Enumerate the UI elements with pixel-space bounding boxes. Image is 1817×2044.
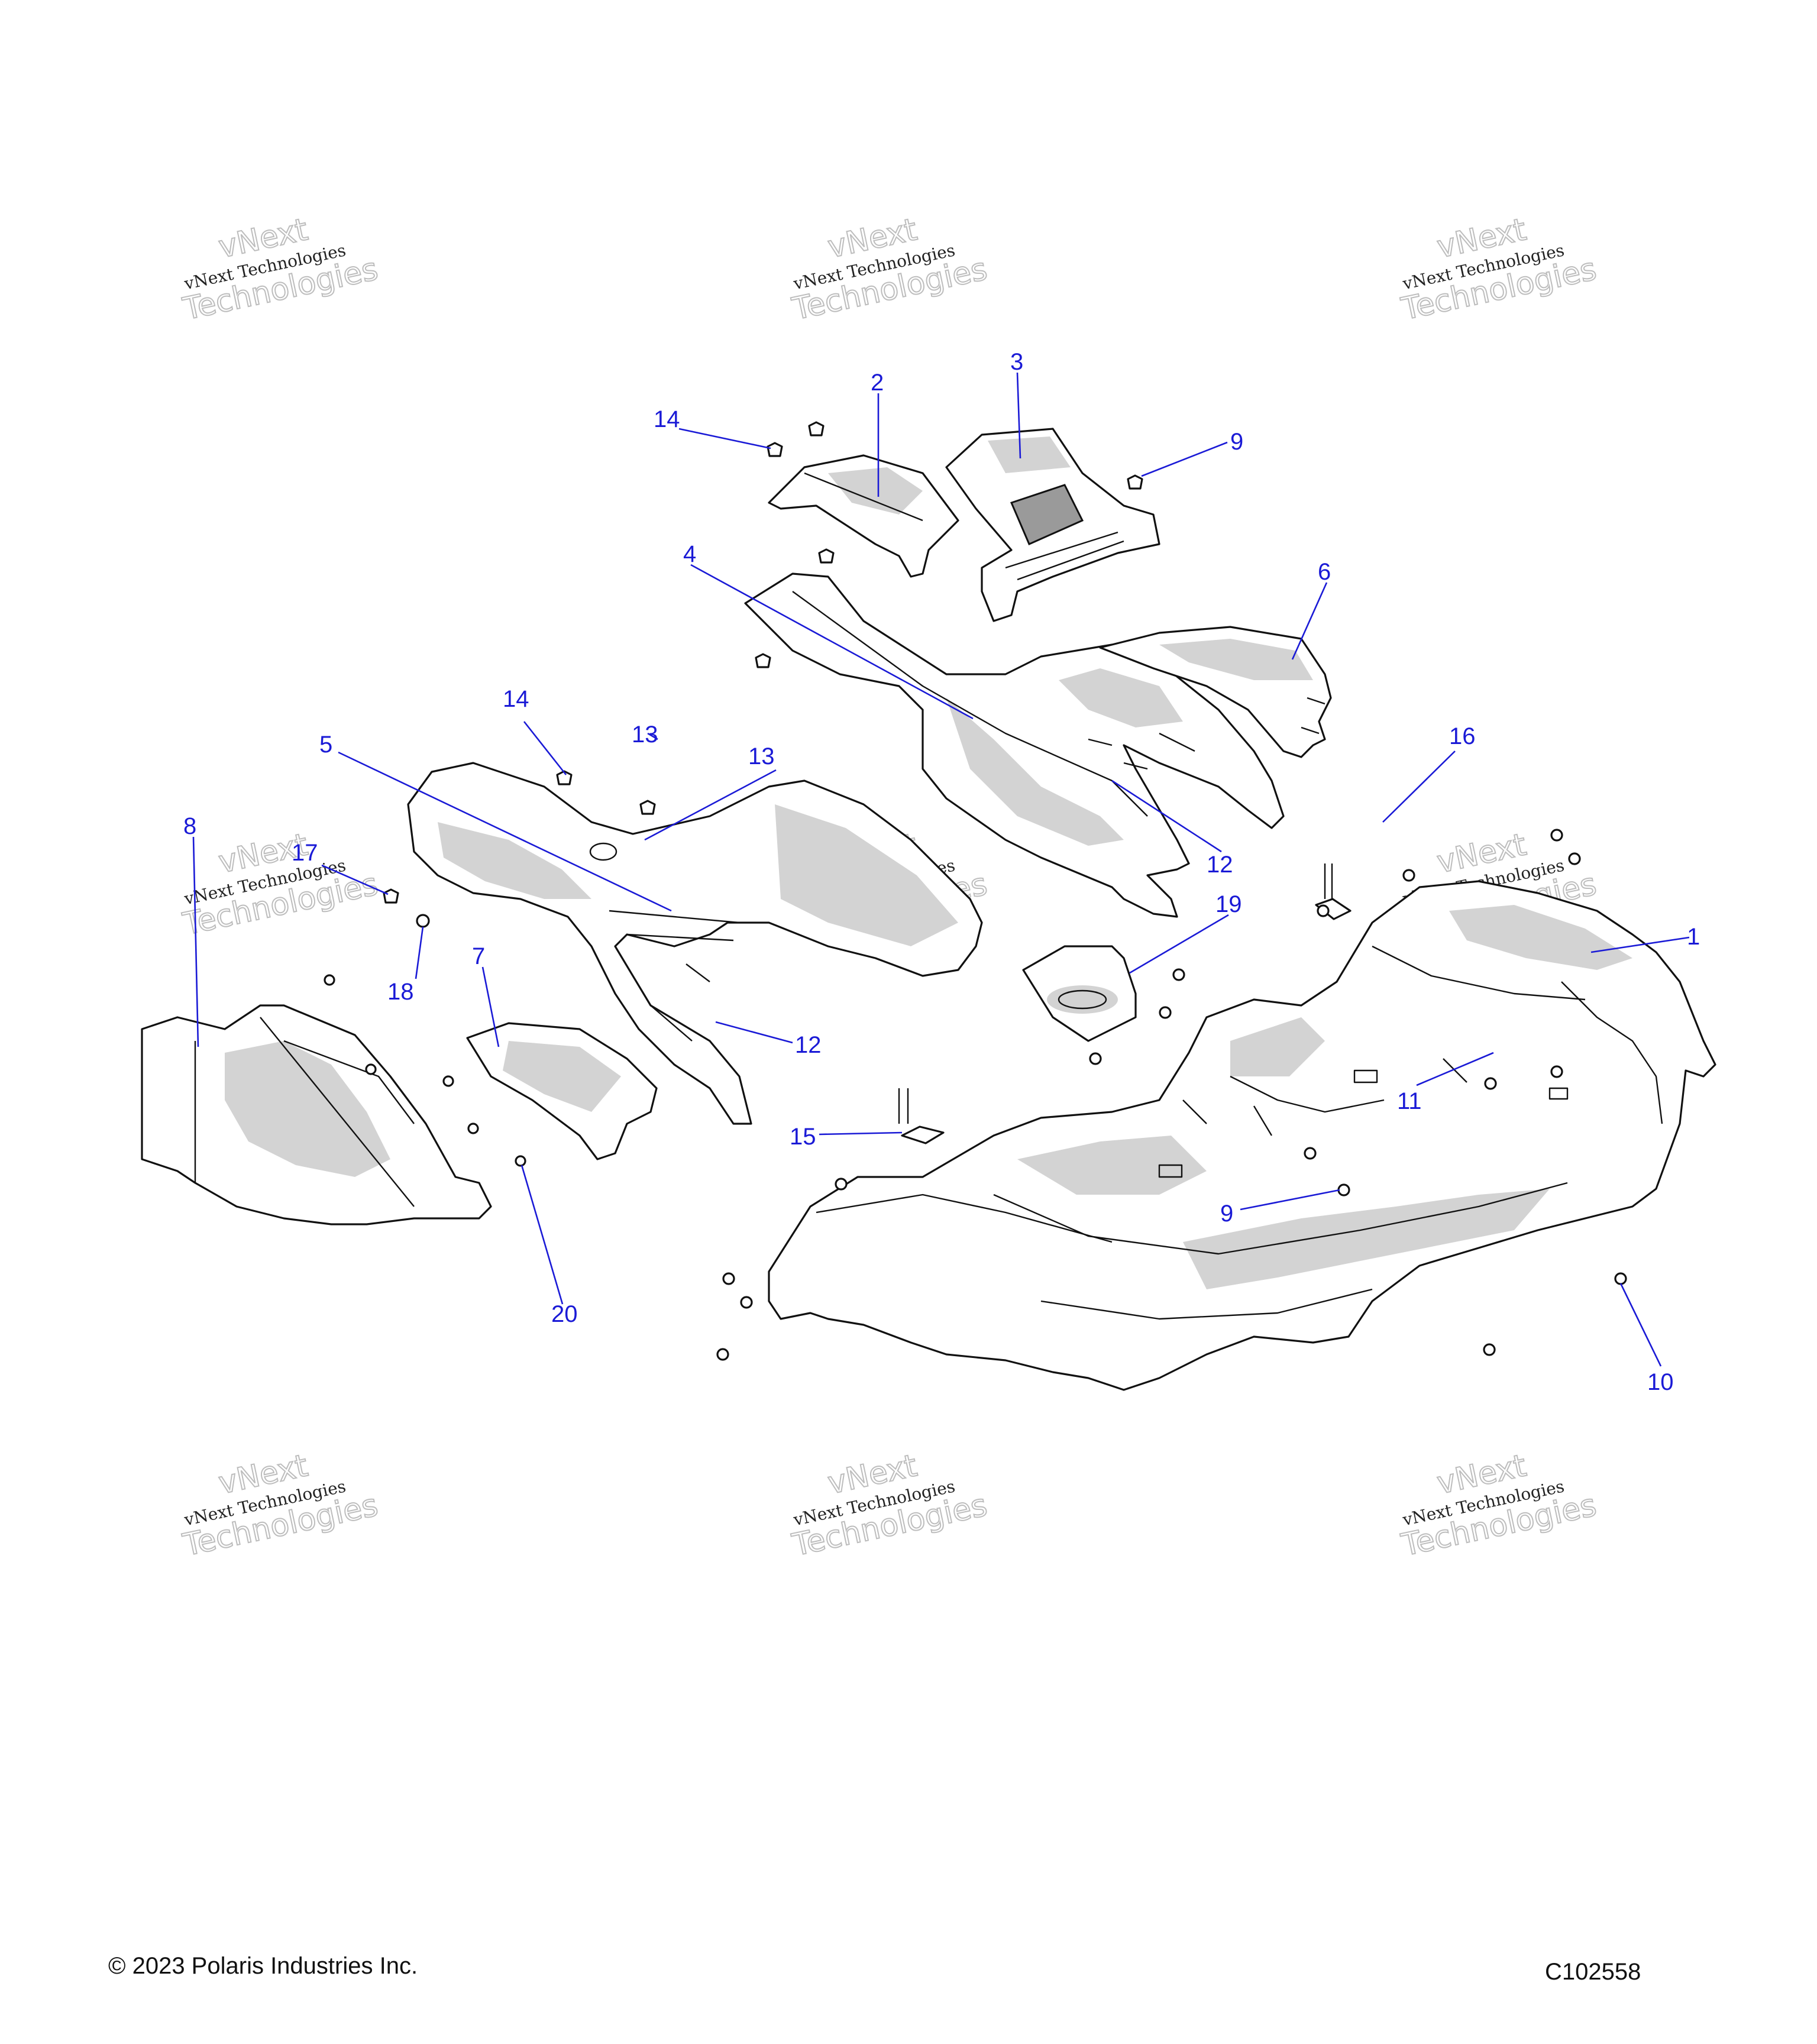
callouts: 1 2 3 4 5 6 7 8 9 9 10 11 12 12 13 13 14… <box>183 349 1700 1395</box>
fastener <box>1614 1272 1627 1285</box>
copyright-text: © 2023 Polaris Industries Inc. <box>108 1953 418 1979</box>
fastener <box>1550 829 1563 842</box>
fastener <box>716 1348 729 1361</box>
part-8-side-shroud <box>141 1004 492 1225</box>
fastener <box>1159 1006 1172 1019</box>
callout-16: 16 <box>1449 723 1476 749</box>
callout-13b: 13 <box>748 743 775 769</box>
fastener <box>416 914 430 928</box>
callout-11: 11 <box>1397 1088 1422 1114</box>
callout-9a: 9 <box>1230 429 1243 455</box>
fastener <box>365 1063 377 1075</box>
fastener <box>767 442 783 457</box>
callout-14a: 14 <box>654 406 680 432</box>
fastener <box>898 1088 945 1144</box>
fastener <box>1568 852 1581 865</box>
callout-8: 8 <box>183 813 196 839</box>
callout-14b: 14 <box>503 686 529 712</box>
callout-5: 5 <box>319 732 332 758</box>
fastener <box>639 800 656 815</box>
callout-6: 6 <box>1318 559 1331 585</box>
callout-18: 18 <box>387 979 414 1005</box>
callout-20: 20 <box>551 1301 578 1327</box>
fasteners <box>324 421 1627 1361</box>
fastener <box>808 421 825 436</box>
fastener <box>442 1075 454 1087</box>
fastener <box>324 974 335 986</box>
fastener <box>1089 1052 1102 1065</box>
watermark: vNext vNext Technologies Technologies <box>179 1447 381 1564</box>
part-1-main-body <box>768 880 1716 1391</box>
callout-2: 2 <box>871 370 884 396</box>
fastener <box>1483 1343 1496 1356</box>
callout-17: 17 <box>292 840 318 866</box>
fastener <box>1127 474 1143 490</box>
callout-9b: 9 <box>1220 1201 1233 1227</box>
watermark: vNext vNext Technologies Technologies <box>1398 1447 1600 1564</box>
drawing-code: C102558 <box>1545 1959 1641 1985</box>
watermark: vNext vNext Technologies Technologies <box>1398 211 1600 328</box>
fastener <box>515 1155 526 1167</box>
watermark: vNext vNext Technologies Technologies <box>788 1447 991 1564</box>
fastener <box>1337 1183 1350 1196</box>
callout-7: 7 <box>472 943 485 969</box>
callout-15: 15 <box>790 1124 816 1150</box>
fastener <box>1304 1147 1317 1160</box>
fastener <box>383 888 399 904</box>
fastener <box>1402 869 1415 882</box>
watermark: vNext vNext Technologies Technologies <box>179 826 381 943</box>
watermark: vNext vNext Technologies Technologies <box>788 211 991 328</box>
part-2-cover-panel <box>768 454 959 578</box>
callout-3: 3 <box>1010 349 1023 375</box>
fastener <box>467 1123 479 1134</box>
fastener <box>835 1178 848 1191</box>
callout-1: 1 <box>1687 924 1700 950</box>
callout-12a: 12 <box>1207 852 1233 878</box>
fastener <box>1484 1077 1497 1090</box>
fastener <box>1550 1065 1563 1078</box>
part-3-grille-bracket <box>945 428 1160 622</box>
part-7-wedge-panel <box>466 1022 658 1160</box>
fastener <box>755 653 771 668</box>
fastener <box>1317 904 1330 917</box>
callout-13a: 13 <box>632 722 658 748</box>
callout-12b: 12 <box>795 1032 822 1058</box>
callout-10: 10 <box>1647 1369 1674 1395</box>
callout-4: 4 <box>683 541 696 567</box>
leader-lines <box>192 372 1690 1367</box>
fastener <box>818 548 835 564</box>
watermark: vNext vNext Technologies Technologies <box>179 211 381 328</box>
fastener <box>722 1272 735 1285</box>
part-19-tray <box>1022 945 1137 1042</box>
fastener <box>740 1296 753 1309</box>
fastener <box>1172 968 1185 981</box>
part-6-side-panel <box>1099 626 1332 758</box>
callout-19: 19 <box>1215 891 1242 917</box>
